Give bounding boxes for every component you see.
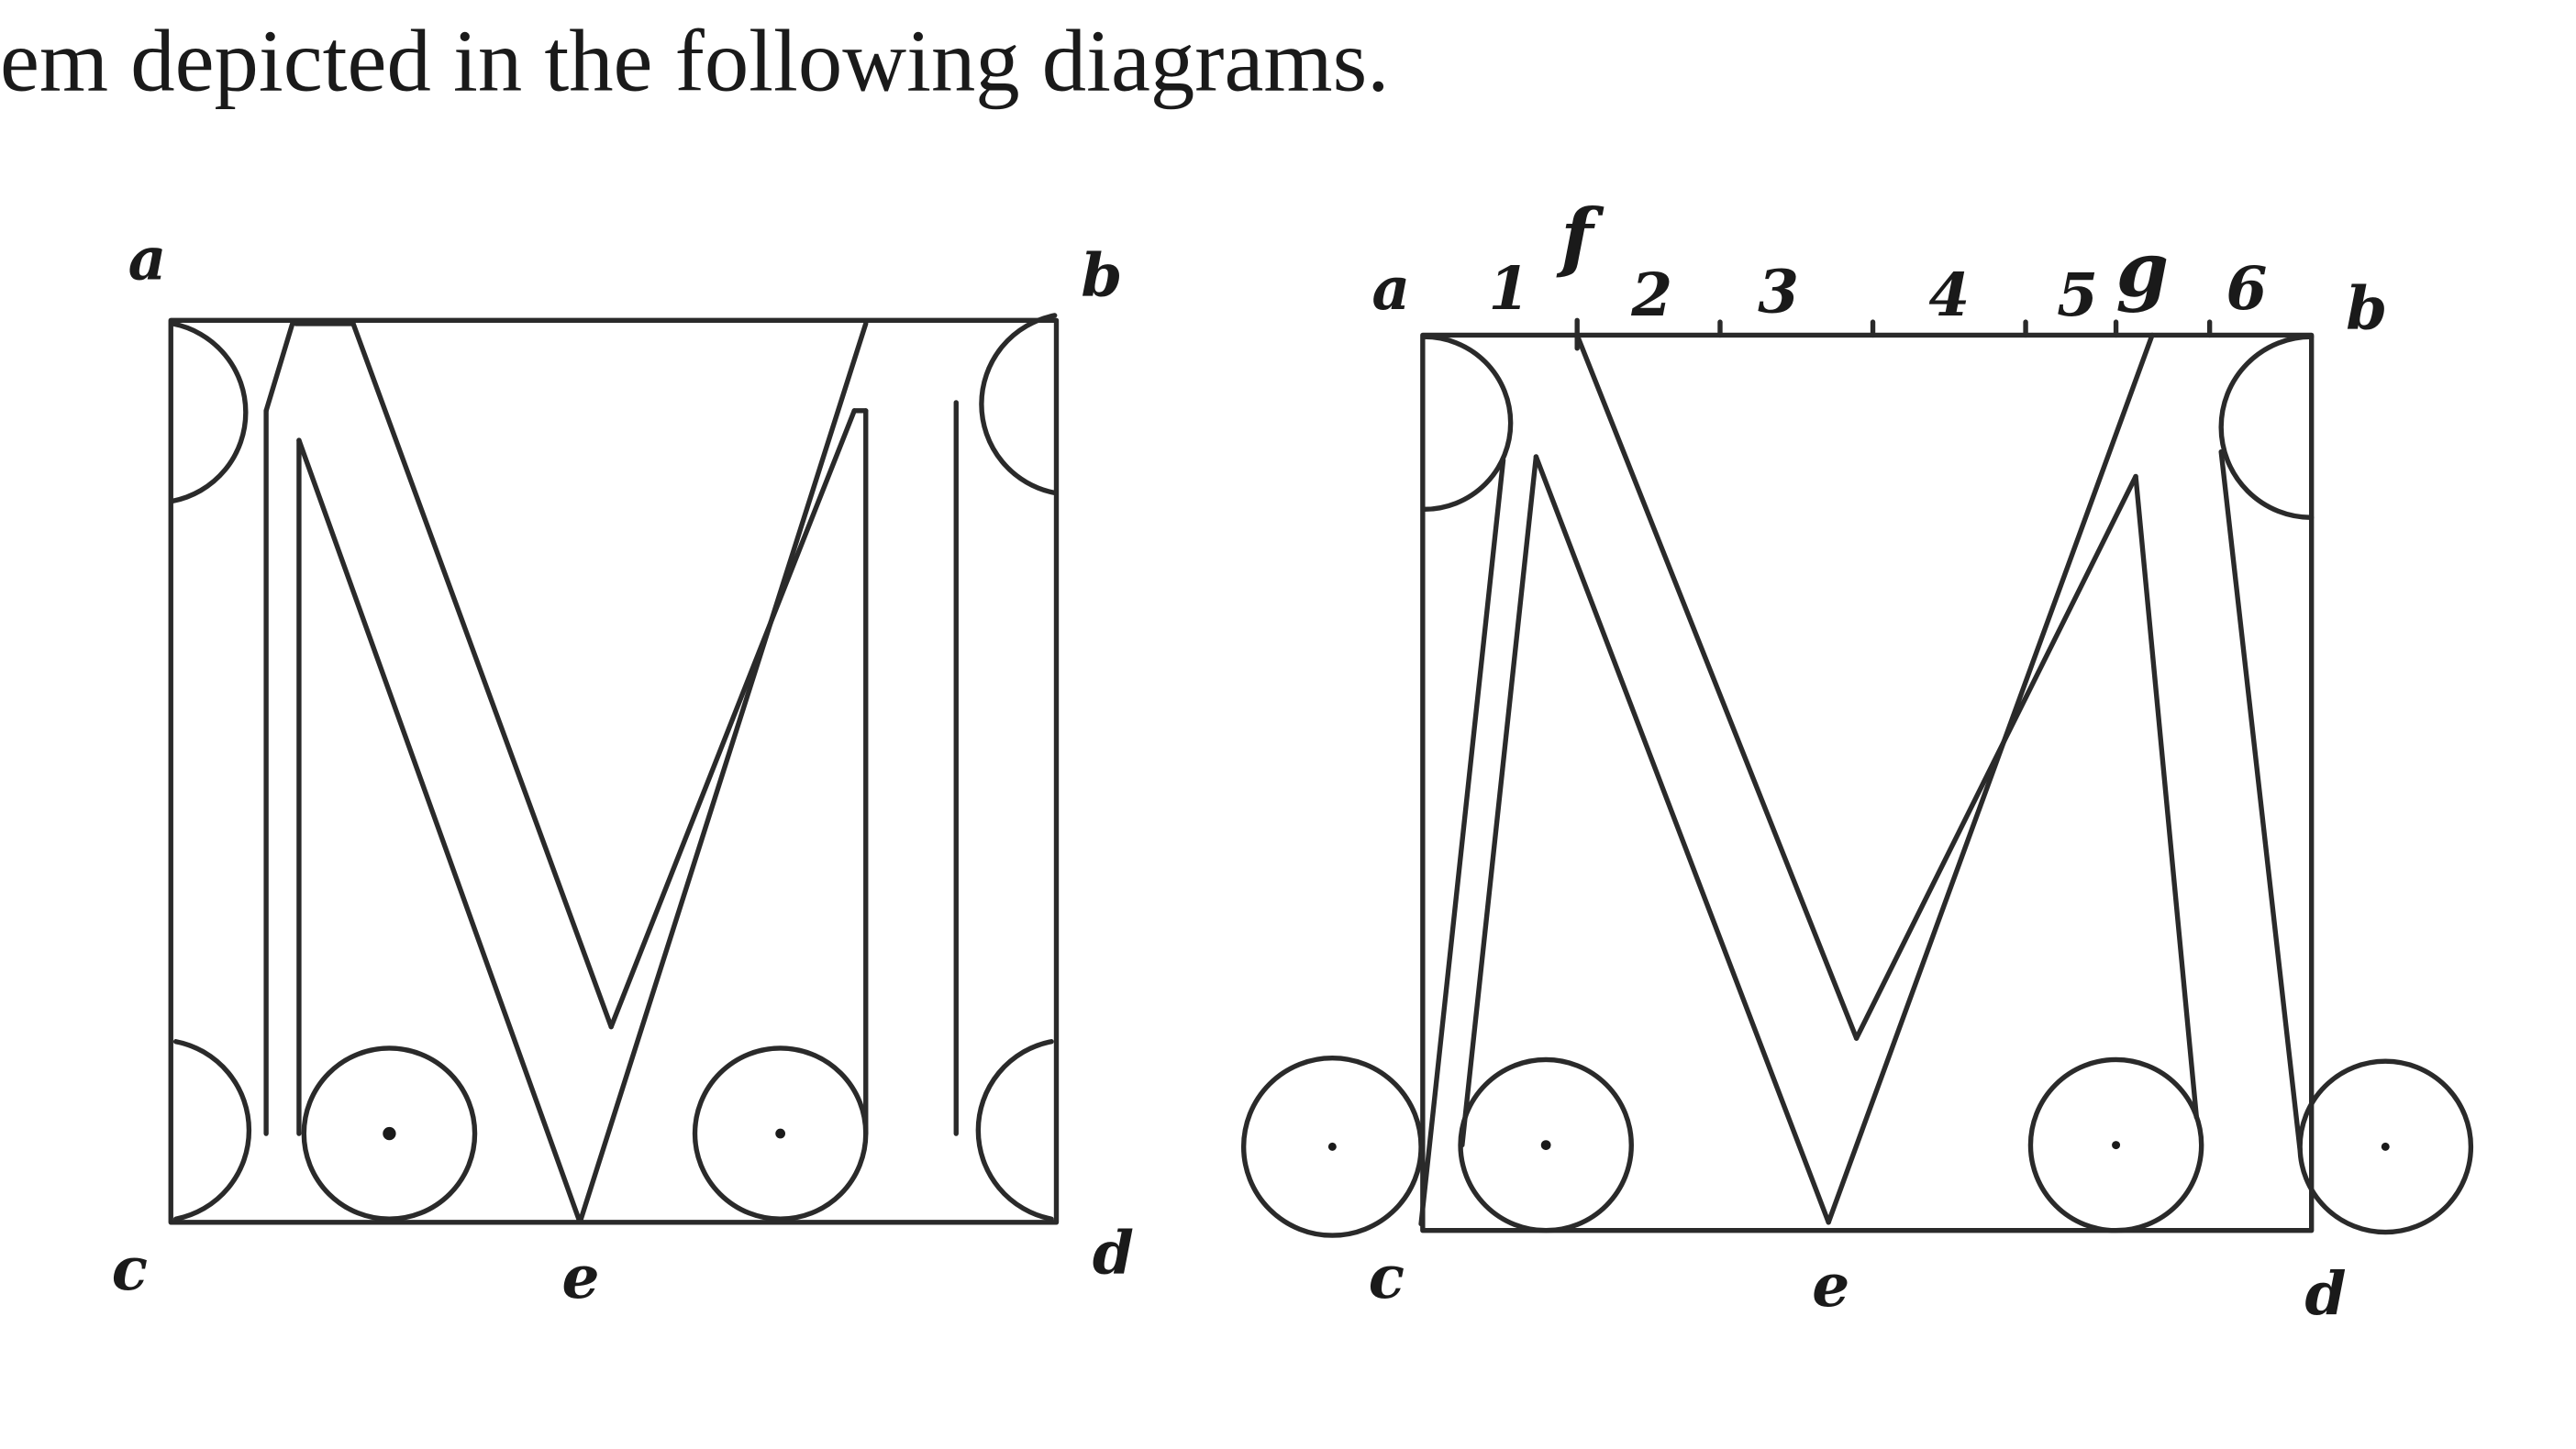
left-diagram: a b c e d [112,225,1134,1313]
caption-text: em depicted in the following diagrams. [0,12,1389,110]
label-g: g [2116,226,2170,314]
label-f: f [1556,194,1604,282]
label-d: d [2305,1259,2347,1329]
scale-5: 5 [2057,260,2098,330]
right-arc-top-left [1421,334,1514,513]
left-arc-bottom-right [975,1039,1054,1222]
label-b: b [1081,240,1122,310]
right-square [1420,332,2315,1233]
scale-1: 1 [1488,254,1529,324]
left-square [168,317,1060,1225]
scale-2: 2 [1630,260,1672,330]
label-c: c [112,1234,148,1304]
left-circle-2 [692,1045,869,1222]
scale-3: 3 [1758,257,1799,326]
left-arc-bottom-left [172,1039,252,1222]
label-b: b [2346,273,2387,343]
right-diagram: a 1 f 2 3 4 5 g 6 b c e d [1240,194,2474,1329]
scale-4: 4 [1928,260,1970,330]
label-e: e [561,1243,599,1312]
left-arc-top-right [979,313,1058,496]
left-circle-1 [301,1045,478,1222]
scale-6: 6 [2226,254,2268,324]
label-c: c [1369,1243,1405,1312]
left-letter-m [263,321,959,1225]
right-circle-2 [1458,1056,1634,1233]
label-a: a [1371,254,1410,324]
left-arc-top-left [170,321,249,504]
label-a: a [128,225,167,294]
right-circle-1 [1240,1055,1424,1238]
right-arc-top-right [2218,334,2315,520]
label-e: e [1812,1251,1849,1321]
right-circle-3 [2027,1056,2204,1233]
label-d: d [1093,1218,1134,1288]
right-circle-4 [2297,1058,2474,1235]
right-letter-m [1418,332,2303,1227]
